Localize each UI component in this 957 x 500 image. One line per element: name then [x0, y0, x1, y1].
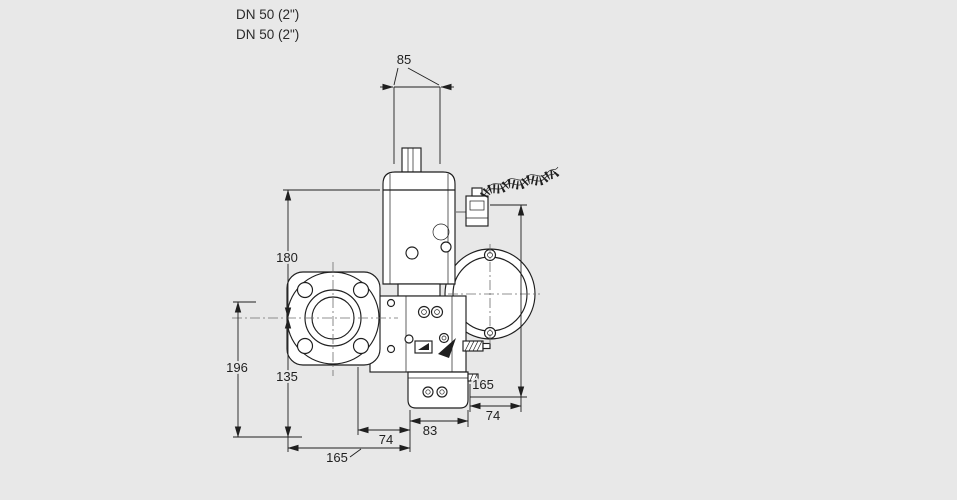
- flow-arrow: [438, 338, 456, 358]
- inlet-flange-bolt-hole: [352, 281, 370, 299]
- cable-assembly: [456, 166, 560, 227]
- centerlines: [232, 244, 540, 376]
- dimension-bottom-housing: 83: [409, 410, 469, 440]
- size-label-line2: DN 50 (2"): [236, 27, 299, 42]
- dimension-lower-height: 135: [274, 317, 300, 452]
- dimension-right-height: 165: [470, 204, 527, 398]
- size-label-line1: DN 50 (2"): [236, 7, 299, 22]
- actuator-disc: [432, 223, 450, 241]
- bottom-housing: [407, 371, 479, 409]
- dimension-total-height: 196: [224, 301, 302, 438]
- dim-value-74-right: 74: [486, 408, 500, 423]
- adjuster-left: [417, 305, 431, 319]
- valve-body: [369, 295, 467, 373]
- actuator: [382, 147, 456, 297]
- inlet-flange-front-view: [286, 271, 381, 366]
- threaded-fitting: [462, 340, 491, 352]
- actuator-neck: [397, 283, 441, 297]
- inlet-flange-bolt-hole: [352, 337, 370, 355]
- valve-body-block: [369, 295, 467, 373]
- dim-value-83: 83: [423, 423, 437, 438]
- dimension-upper-height: 180: [274, 189, 380, 319]
- dimension-top-width: 85: [380, 50, 454, 164]
- dimension-right-depth: 74: [469, 384, 522, 425]
- actuator-top-knob: [401, 147, 422, 173]
- dim-value-180: 180: [276, 250, 298, 265]
- dim-value-165-bottom: 165: [326, 450, 348, 465]
- cable-gland: [471, 187, 483, 197]
- cable-plug: [465, 195, 489, 227]
- actuator-body: [382, 171, 456, 285]
- dimension-bottom-left: 74: [357, 367, 411, 449]
- dim-value-165-right: 165: [472, 377, 494, 392]
- dimensions: 85 180 135 196 165 74: [224, 50, 527, 467]
- dim-value-196: 196: [226, 360, 248, 375]
- dim-value-74-bottom: 74: [379, 432, 393, 447]
- plate-arrow-icon: [418, 343, 429, 350]
- dim-value-135: 135: [276, 369, 298, 384]
- adjuster-right: [430, 305, 444, 319]
- dimension-bottom-flange-span: 165: [287, 410, 411, 467]
- dim-value-85: 85: [397, 52, 411, 67]
- inlet-flange-bolt-hole: [296, 337, 314, 355]
- inlet-flange-bolt-hole: [296, 281, 314, 299]
- flow-arrow-icon: [438, 338, 456, 358]
